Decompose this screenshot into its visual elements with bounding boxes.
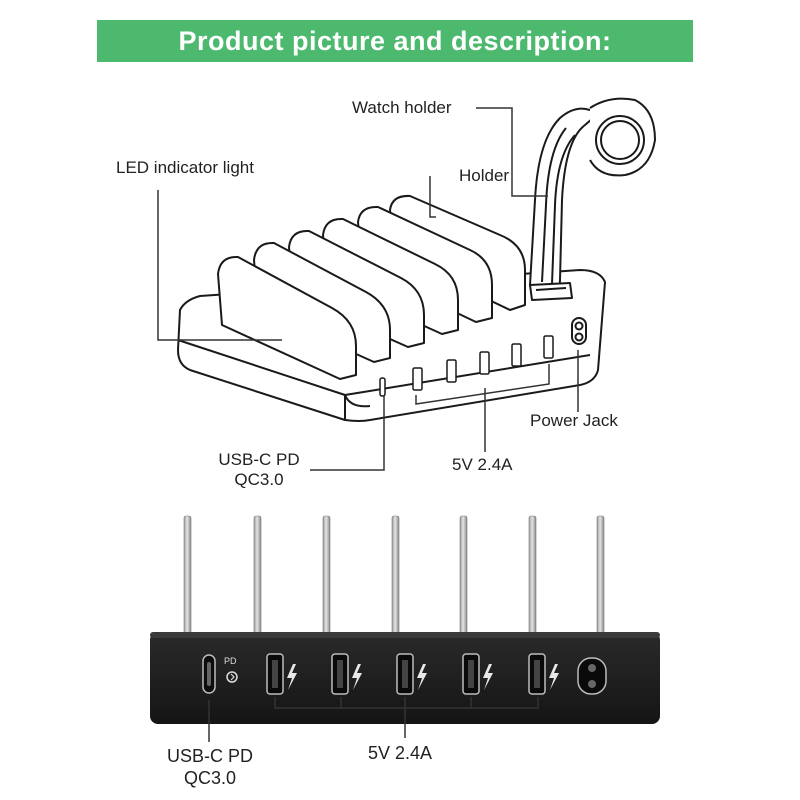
front-divider-3 bbox=[322, 515, 331, 643]
holder-label: Holder bbox=[459, 166, 510, 185]
divider-1 bbox=[217, 255, 357, 380]
top-usb-a-port-3 bbox=[479, 351, 490, 375]
top-usb-ports bbox=[379, 335, 554, 397]
watch-holder bbox=[529, 97, 656, 301]
top-usbc-label-line1: USB-C PD bbox=[218, 450, 300, 469]
front-usbc-label-line1: USB-C PD bbox=[166, 746, 253, 766]
front-usb-a-ports bbox=[266, 653, 559, 695]
pd-mark: PD bbox=[224, 656, 237, 666]
charge-bolt-icon bbox=[287, 664, 297, 690]
top-usb-a-port-4 bbox=[511, 343, 522, 367]
page-title: Product picture and description: bbox=[178, 25, 612, 56]
front-dividers bbox=[183, 515, 605, 643]
front-usb-a-label: 5V 2.4A bbox=[368, 743, 433, 763]
top-callout-lines bbox=[157, 107, 579, 471]
front-usb-a-port-5 bbox=[528, 653, 559, 695]
front-usb-a-port-3 bbox=[396, 653, 427, 695]
charge-bolt-icon bbox=[483, 664, 493, 690]
top-usb-a-label: 5V 2.4A bbox=[452, 455, 513, 474]
holder-leader bbox=[429, 176, 436, 218]
top-usb-a-port-2 bbox=[446, 359, 457, 383]
power-jack-label: Power Jack bbox=[530, 411, 618, 430]
top-usb-a-port-5 bbox=[543, 335, 554, 359]
charge-bolt-icon bbox=[417, 664, 427, 690]
front-divider-5 bbox=[459, 515, 468, 643]
watch-holder-label: Watch holder bbox=[352, 98, 452, 117]
charge-bolt-icon bbox=[352, 664, 362, 690]
title-banner: Product picture and description: bbox=[97, 20, 693, 62]
front-callout-lines bbox=[208, 697, 539, 742]
led-leader bbox=[157, 190, 282, 341]
pd-qc-icon bbox=[226, 671, 238, 683]
led-indicator-label: LED indicator light bbox=[116, 158, 254, 177]
front-divider-7 bbox=[596, 515, 605, 643]
front-power-jack bbox=[577, 657, 607, 695]
top-usbc-label-line2: QC3.0 bbox=[234, 470, 284, 489]
front-usb-a-bracket bbox=[274, 697, 539, 709]
front-divider-2 bbox=[253, 515, 262, 643]
dock-dividers bbox=[217, 194, 526, 380]
top-power-jack bbox=[571, 317, 587, 345]
front-usb-a-port-2 bbox=[331, 653, 362, 695]
top-usbc-port bbox=[379, 377, 386, 397]
charge-bolt-icon bbox=[549, 664, 559, 690]
front-divider-1 bbox=[183, 515, 192, 643]
front-usb-a-port-4 bbox=[462, 653, 493, 695]
watch-holder-leader bbox=[476, 107, 548, 197]
front-divider-4 bbox=[391, 515, 400, 643]
front-usb-a-port-1 bbox=[266, 653, 297, 695]
top-usb-a-port-1 bbox=[412, 367, 423, 391]
front-usbc-label-line2: QC3.0 bbox=[183, 768, 237, 788]
front-divider-6 bbox=[528, 515, 537, 643]
usb-a-bracket bbox=[415, 364, 550, 405]
usbc-leader bbox=[310, 396, 385, 471]
